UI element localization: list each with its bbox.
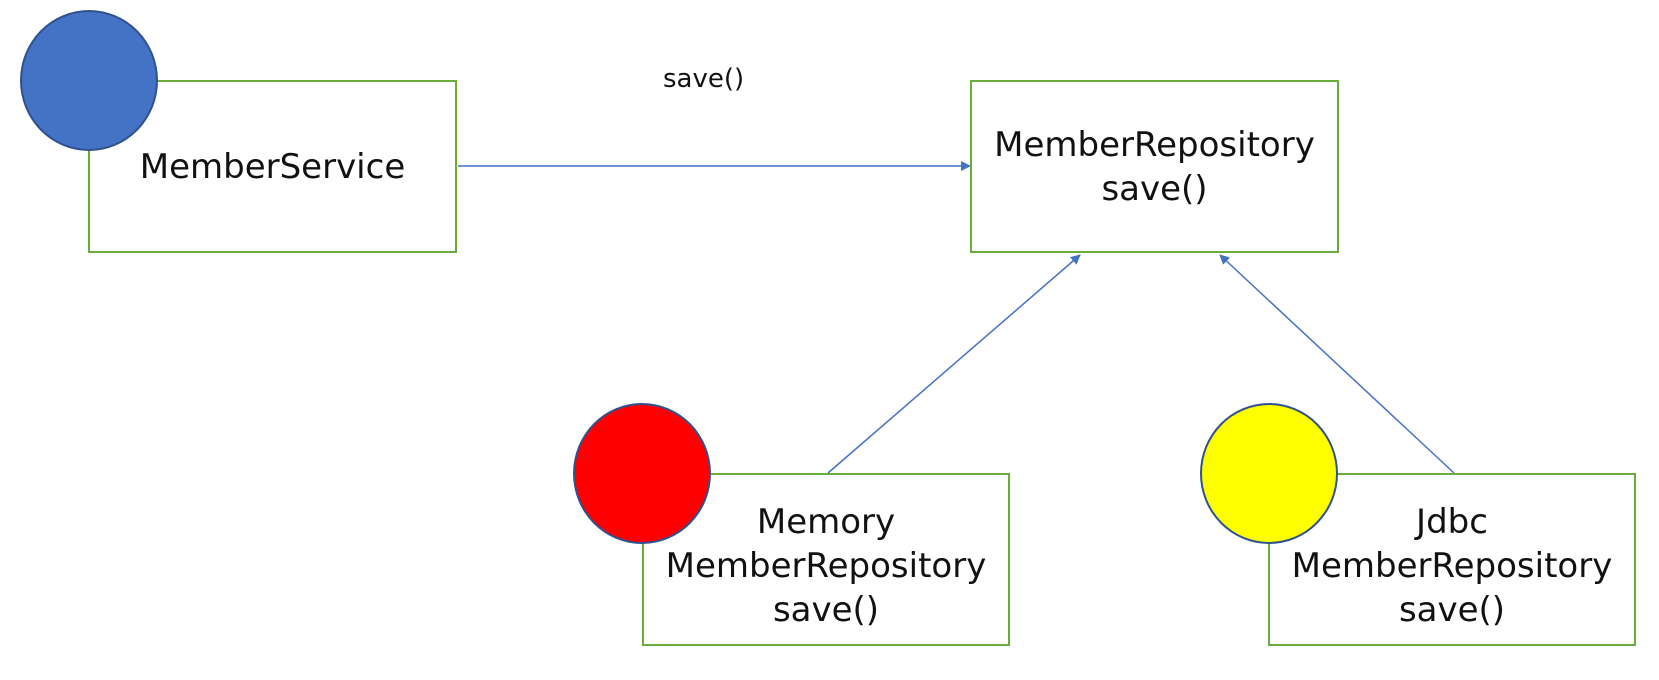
- member-repository-line-2: save(): [1101, 168, 1208, 209]
- member-repository-line-1: MemberRepository: [994, 124, 1315, 165]
- jdbc-repository-label: Jdbc MemberRepository save(): [1292, 488, 1613, 632]
- memory-repository-box[interactable]: Memory MemberRepository save(): [642, 473, 1010, 646]
- member-service-circle: [20, 10, 158, 151]
- memory-repository-circle: [573, 403, 711, 544]
- member-service-label: MemberService: [140, 145, 406, 189]
- arrow-memory-to-repository: [827, 254, 1081, 474]
- jdbc-repository-circle: [1200, 403, 1338, 544]
- member-repository-label: MemberRepository save(): [994, 123, 1315, 211]
- jdbc-repository-line-2: MemberRepository: [1291, 545, 1613, 586]
- arrow-jdbc-to-repository: [1219, 254, 1455, 474]
- jdbc-repository-line-3: save(): [1398, 589, 1506, 630]
- edge-label-save: save(): [663, 64, 745, 94]
- memory-repository-label: Memory MemberRepository save(): [666, 488, 987, 632]
- member-repository-box[interactable]: MemberRepository save(): [970, 80, 1339, 253]
- member-service-line: MemberService: [139, 146, 406, 187]
- jdbc-repository-line-1: Jdbc: [1416, 501, 1488, 542]
- memory-repository-line-1: Memory: [756, 501, 896, 542]
- memory-repository-line-3: save(): [772, 589, 880, 630]
- member-service-box[interactable]: MemberService: [88, 80, 457, 253]
- memory-repository-line-2: MemberRepository: [665, 545, 987, 586]
- jdbc-repository-box[interactable]: Jdbc MemberRepository save(): [1268, 473, 1636, 646]
